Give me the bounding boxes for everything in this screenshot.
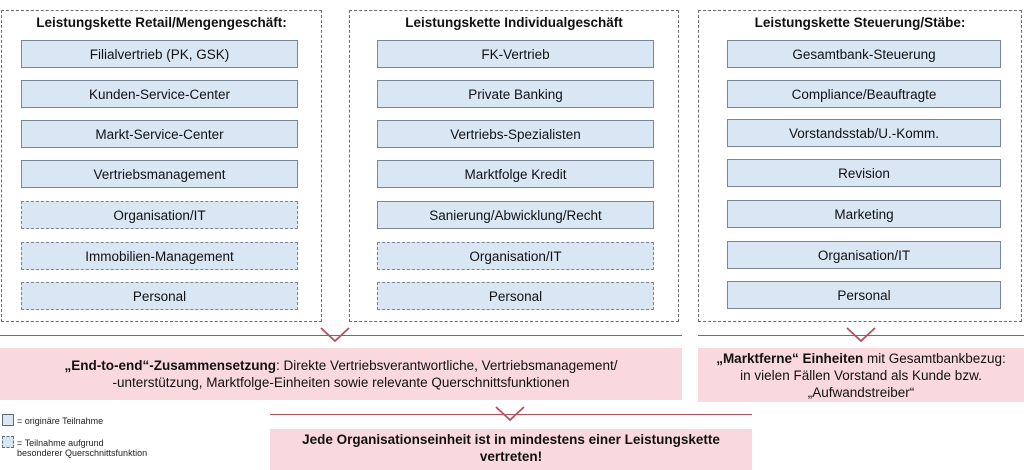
box-sanierung: Sanierung/Abwicklung/Recht bbox=[377, 201, 654, 229]
box-revision: Revision bbox=[727, 159, 1001, 187]
legend-solid: = originäre Teilnahme bbox=[2, 414, 103, 426]
box-private-banking: Private Banking bbox=[377, 80, 654, 108]
banner-line: „Marktferne“ Einheiten mit Gesamtbankbez… bbox=[698, 350, 1024, 367]
legend-dashed-line: besonderer Querschnittsfunktion bbox=[17, 448, 148, 458]
banner-line: -unterstützung, Marktfolge-Einheiten sow… bbox=[112, 375, 570, 390]
banner-bold-text: „Marktferne“ Einheiten bbox=[716, 351, 864, 366]
banner-end-to-end: „End-to-end“-Zusammensetzung: Direkte Ve… bbox=[0, 348, 682, 400]
legend-swatch-solid bbox=[2, 414, 14, 426]
box-organisation-it: Organisation/IT bbox=[727, 241, 1001, 269]
banner-line: „Aufwandstreiber“ bbox=[807, 385, 915, 400]
box-personal: Personal bbox=[727, 281, 1001, 309]
banner-text: mit Gesamtbankbezug: bbox=[863, 351, 1006, 366]
box-vertriebs-spezialisten: Vertriebs-Spezialisten bbox=[377, 120, 654, 148]
box-organisation-it: Organisation/IT bbox=[21, 201, 298, 229]
box-marketing: Marketing bbox=[727, 200, 1001, 228]
box-personal: Personal bbox=[377, 282, 654, 310]
box-kunden-service-center: Kunden-Service-Center bbox=[21, 80, 298, 108]
box-fk-vertrieb: FK-Vertrieb bbox=[377, 40, 654, 68]
banner-bold-text: „End-to-end“-Zusammensetzung bbox=[64, 358, 277, 373]
chevron-down-icon bbox=[846, 327, 876, 343]
legend-dashed-line: = Teilnahme aufgrund bbox=[17, 438, 104, 448]
box-filialvertrieb: Filialvertrieb (PK, GSK) bbox=[21, 40, 298, 68]
box-vorstandsstab: Vorstandsstab/U.-Komm. bbox=[727, 119, 1001, 147]
box-vertriebsmanagement: Vertriebsmanagement bbox=[21, 160, 298, 188]
banner-line: vertreten! bbox=[479, 449, 543, 464]
column-individual: Leistungskette Individualgeschäft FK-Ver… bbox=[349, 10, 679, 322]
legend-dashed: = Teilnahme aufgrund besonderer Querschn… bbox=[2, 436, 147, 458]
legend-swatch-dashed bbox=[2, 436, 14, 448]
legend-dashed-label: = Teilnahme aufgrund besonderer Querschn… bbox=[17, 438, 147, 458]
column-retail: Leistungskette Retail/Mengengeschäft: Fi… bbox=[1, 10, 322, 322]
banner-marktferne: „Marktferne“ Einheiten mit Gesamtbankbez… bbox=[698, 348, 1024, 402]
banner-line: in vielen Fällen Vorstand als Kunde bzw. bbox=[740, 368, 982, 383]
column-title: Leistungskette Retail/Mengengeschäft: bbox=[36, 15, 287, 30]
column-steuerung: Leistungskette Steuerung/Stäbe: Gesamtba… bbox=[698, 10, 1022, 322]
box-personal: Personal bbox=[21, 282, 298, 310]
box-organisation-it: Organisation/IT bbox=[377, 242, 654, 270]
chevron-down-icon bbox=[495, 406, 525, 422]
banner-text: : Direkte Vertriebsverantwortliche, Vert… bbox=[276, 358, 618, 373]
banner-line: Jede Organisationseinheit ist in mindest… bbox=[302, 432, 720, 447]
chevron-down-icon bbox=[320, 327, 350, 343]
column-title: Leistungskette Individualgeschäft bbox=[405, 15, 623, 30]
column-title: Leistungskette Steuerung/Stäbe: bbox=[754, 15, 966, 30]
banner-conclusion: Jede Organisationseinheit ist in mindest… bbox=[270, 429, 752, 470]
banner-line: „End-to-end“-Zusammensetzung: Direkte Ve… bbox=[0, 357, 682, 374]
legend-solid-label: = originäre Teilnahme bbox=[17, 416, 104, 426]
box-marktfolge-kredit: Marktfolge Kredit bbox=[377, 160, 654, 188]
arrow-line-bottom bbox=[270, 414, 752, 415]
box-markt-service-center: Markt-Service-Center bbox=[21, 120, 298, 148]
arrow-line-right bbox=[698, 335, 1024, 336]
box-immobilien-management: Immobilien-Management bbox=[21, 242, 298, 270]
box-compliance: Compliance/Beauftragte bbox=[727, 80, 1001, 108]
box-gesamtbank-steuerung: Gesamtbank-Steuerung bbox=[727, 40, 1001, 68]
